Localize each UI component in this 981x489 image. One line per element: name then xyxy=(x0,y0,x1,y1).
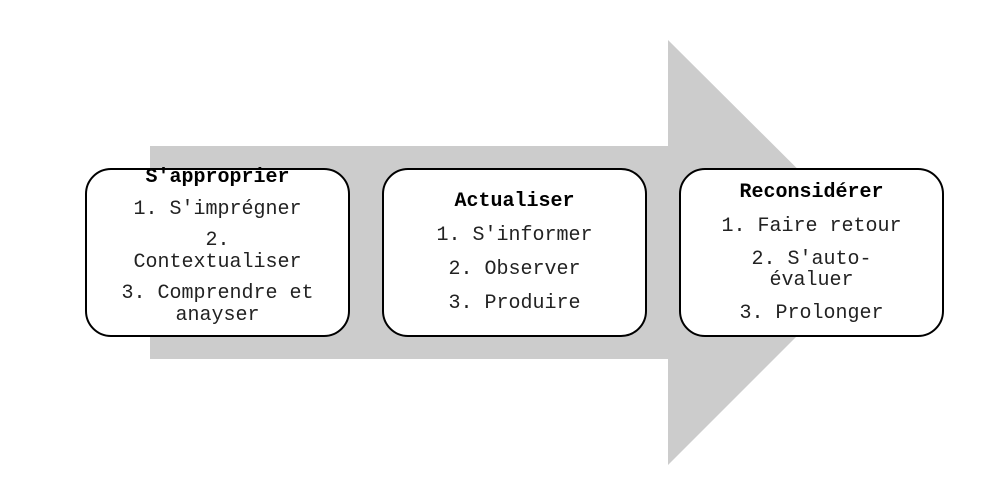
stage-title: Reconsidérer xyxy=(739,180,884,204)
stage-title: S'approprier xyxy=(145,166,290,189)
stage-item: 3. Produire xyxy=(448,292,581,315)
stage-item: 3. Prolonger xyxy=(739,301,884,325)
stage-item: 2. S'auto-évaluer xyxy=(751,247,872,292)
stage-item: 2. Contextualiser xyxy=(133,229,302,274)
stage-item: 1. S'informer xyxy=(436,224,593,247)
stage-title: Actualiser xyxy=(454,190,575,213)
stage-item: 1. Faire retour xyxy=(721,214,902,238)
stage-item: 2. Observer xyxy=(448,258,581,281)
stage-item: 3. Comprendre et anayser xyxy=(121,282,314,327)
stage-box-approprier: S'approprier 1. S'imprégner 2. Contextua… xyxy=(85,166,350,337)
stage-box-reconsiderer: Reconsidérer 1. Faire retour 2. S'auto-é… xyxy=(679,168,944,337)
stage-box-actualiser: Actualiser 1. S'informer 2. Observer 3. … xyxy=(382,168,647,337)
stage-item: 1. S'imprégner xyxy=(133,198,302,221)
